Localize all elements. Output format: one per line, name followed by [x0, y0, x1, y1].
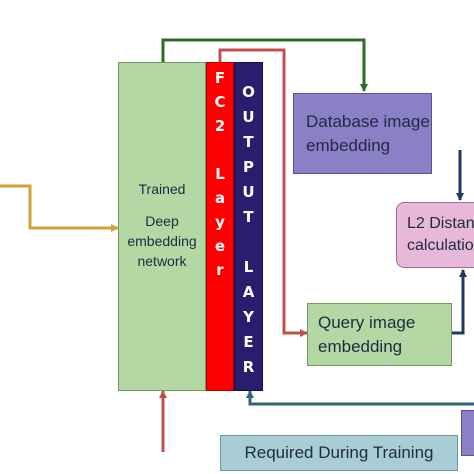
- output-layer-block: OUTPUT LAYER: [234, 62, 263, 391]
- query-to-l2-arrow: [452, 269, 467, 335]
- input-arrow: [0, 184, 119, 232]
- fc2-to-query-arrow: [218, 48, 308, 337]
- l2-distance-line2: calculatio: [407, 237, 474, 254]
- query-embedding-box: Query image embedding: [307, 303, 452, 366]
- output-layer-label: OUTPUT LAYER: [239, 83, 258, 383]
- fc2-layer-label: FC2 Layer: [211, 69, 229, 285]
- training-to-output-arrow: [246, 390, 474, 406]
- database-embedding-box: Database image embedding: [293, 93, 432, 174]
- query-embedding-line2: embedding: [318, 336, 403, 356]
- network-label-line2: Deep: [145, 213, 179, 229]
- network-label-line1: Trained: [138, 181, 186, 197]
- query-embedding-line1: Query image: [318, 312, 416, 332]
- network-to-database-arrow: [161, 38, 368, 92]
- network-label-line3: embedding: [127, 233, 197, 249]
- database-embedding-line2: embedding: [306, 135, 391, 155]
- fc2-layer-block: FC2 Layer: [206, 62, 234, 391]
- partial-purple-box: [461, 410, 474, 456]
- training-banner-label: Required During Training: [244, 443, 434, 462]
- training-banner: Required During Training: [220, 435, 458, 471]
- network-label-line4: network: [137, 253, 187, 269]
- database-embedding-line1: Database image: [306, 111, 430, 131]
- trained-network-block: Trained Deep embedding network: [118, 62, 206, 391]
